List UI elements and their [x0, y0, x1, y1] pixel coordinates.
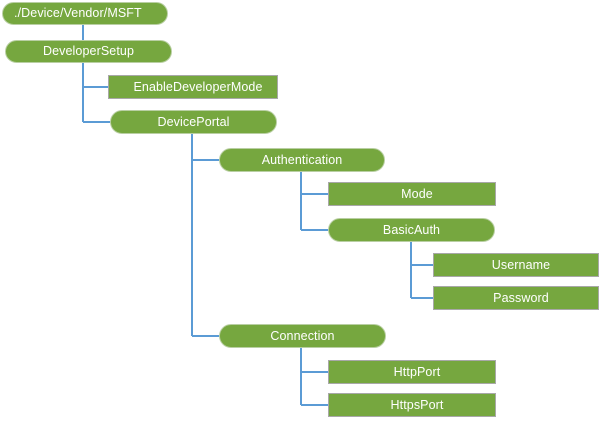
node-connection[interactable]: Connection [219, 324, 386, 348]
node-root[interactable]: ./Device/Vendor/MSFT [2, 2, 168, 25]
node-connection-label: Connection [270, 328, 335, 343]
node-httpport[interactable]: HttpPort [328, 360, 496, 384]
node-authentication[interactable]: Authentication [219, 148, 385, 172]
node-username-label: Username [491, 257, 551, 272]
node-mode[interactable]: Mode [328, 182, 496, 206]
node-httpport-label: HttpPort [393, 364, 441, 379]
node-authentication-label: Authentication [261, 152, 343, 167]
node-developersetup[interactable]: DeveloperSetup [5, 40, 172, 63]
node-deviceportal-label: DevicePortal [157, 114, 230, 129]
node-basicauth-label: BasicAuth [382, 222, 441, 237]
node-password-label: Password [493, 290, 549, 305]
node-httpsport[interactable]: HttpsPort [328, 393, 496, 417]
node-username[interactable]: Username [433, 253, 599, 277]
node-root-label: ./Device/Vendor/MSFT [14, 6, 142, 21]
node-enabledevelopermode-label: EnableDeveloperMode [133, 79, 263, 94]
node-mode-label: Mode [401, 186, 433, 201]
node-developersetup-label: DeveloperSetup [42, 44, 135, 59]
node-password[interactable]: Password [433, 286, 599, 310]
node-basicauth[interactable]: BasicAuth [328, 218, 495, 242]
node-httpsport-label: HttpsPort [390, 397, 444, 412]
node-deviceportal[interactable]: DevicePortal [110, 110, 277, 134]
node-enabledevelopermode[interactable]: EnableDeveloperMode [108, 75, 278, 99]
